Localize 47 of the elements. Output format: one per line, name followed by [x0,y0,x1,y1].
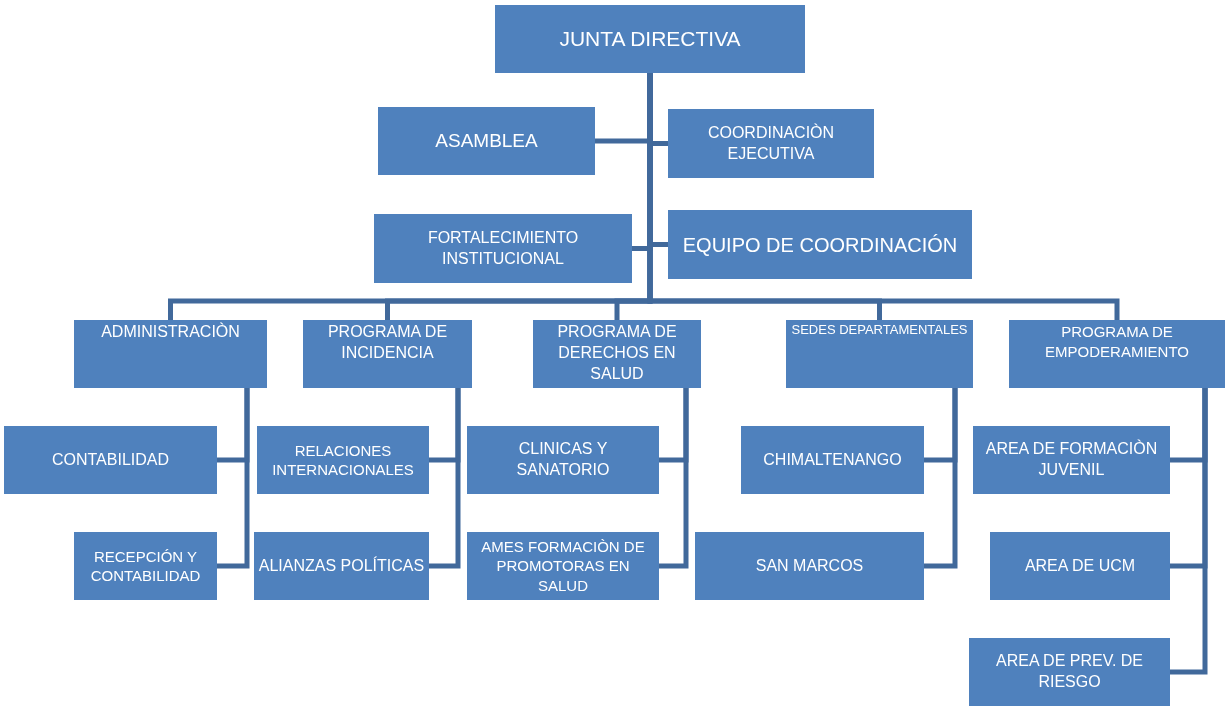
org-box [303,320,472,388]
org-box [74,532,217,600]
box-label: AREA DE FORMACIÒN JUVENIL [984,439,1159,480]
box-label: ADMINISTRACIÒN [101,322,240,342]
box-label: PROGRAMA DE EMPODERAMIENTO [1044,322,1190,361]
box-label: AMES FORMACIÒN DE PROMOTORAS EN SALUD [480,536,646,596]
box-label: CHIMALTENANGO [763,449,902,470]
box-label: ALIANZAS POLÍTICAS [258,555,425,576]
org-box [533,320,701,388]
box-label: COORDINACIÒN EJECUTIVA [706,122,836,164]
org-box [4,426,217,494]
org-box [495,5,805,73]
org-box [969,638,1170,706]
box-label: CONTABILIDAD [51,449,170,470]
box-label: AREA DE PREV. DE RIESGO [995,651,1144,692]
org-box [254,532,429,600]
box-label: RECEPCIÓN Y CONTABILIDAD [89,546,202,586]
org-box [695,532,924,600]
org-box [467,532,659,600]
org-box [741,426,924,494]
org-box [257,426,429,494]
box-label: FORTALECIMIENTO INSTITUCIONAL [426,227,580,269]
org-box [1009,320,1225,388]
box-label: SEDES DEPARTAMENTALES [791,322,968,339]
box-label: ASAMBLEA [435,128,538,153]
org-box [374,214,632,283]
box-label: AREA DE UCM [1024,555,1136,576]
connector-line [429,388,461,569]
box-label: EQUIPO DE COORDINACIÓN [682,232,958,258]
box-label: JUNTA DIRECTIVA [559,26,741,53]
org-box [74,320,267,388]
box-label: CLINICAS Y SANATORIO [515,439,611,480]
connector-line [1170,388,1208,675]
org-box [786,320,973,388]
org-box [668,109,874,178]
box-label: PROGRAMA DE INCIDENCIA [326,322,449,363]
connector-line [659,388,689,569]
org-box [378,107,595,175]
box-label: SAN MARCOS [755,555,864,576]
org-box [973,426,1170,494]
connector-line [217,388,250,569]
org-box [990,532,1170,600]
org-box [467,426,659,494]
connector-line [924,388,958,569]
box-label: PROGRAMA DE DERECHOS EN SALUD [556,322,678,384]
box-label: RELACIONES INTERNACIONALES [271,440,415,480]
org-box [668,210,972,279]
